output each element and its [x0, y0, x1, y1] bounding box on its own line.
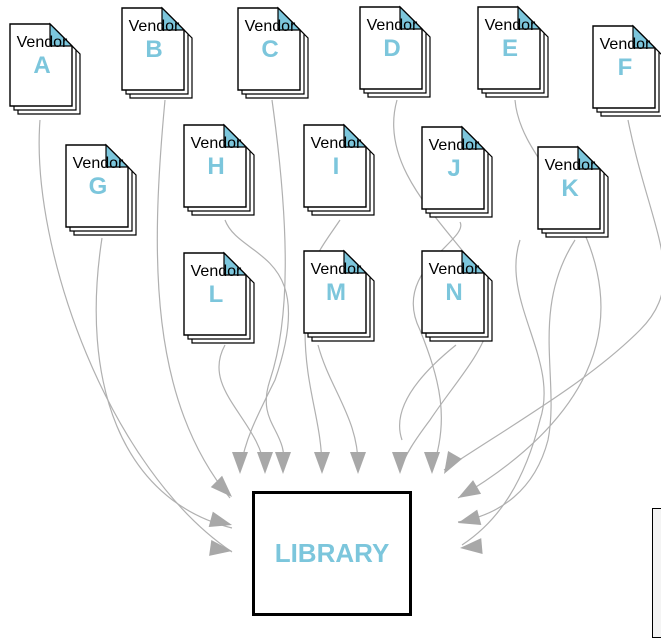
arrowhead: [350, 452, 366, 474]
vendor-letter: C: [261, 36, 279, 63]
vendor-letter: K: [561, 175, 579, 202]
vendor-letter: B: [145, 36, 163, 63]
arrowhead: [458, 480, 482, 498]
arrowhead: [232, 452, 248, 474]
vendor-letter: E: [501, 35, 518, 62]
library-label: LIBRARY: [274, 538, 390, 568]
arrowhead: [275, 452, 291, 474]
vendor-label: Vendor: [244, 18, 296, 35]
vendor-letter: F: [617, 54, 633, 81]
vendor-letter: J: [447, 155, 461, 182]
vendor-label: Vendor: [190, 263, 242, 280]
arrowhead: [460, 538, 483, 555]
flow-line-j: [412, 221, 462, 471]
arrowhead: [210, 475, 232, 497]
vendor-label: Vendor: [16, 34, 68, 51]
vendor-letter: H: [207, 153, 225, 180]
flow-line-h: [224, 219, 290, 471]
arrowhead: [392, 452, 408, 474]
flow-line-c: [265, 99, 286, 471]
vendor-label: Vendor: [484, 17, 536, 34]
vendor-letter: D: [383, 35, 401, 62]
vendor-letter: A: [33, 52, 51, 79]
vendor-letter: M: [326, 279, 346, 306]
library-box: LIBRARY: [252, 491, 412, 616]
vendor-letter: G: [88, 173, 108, 200]
flow-line-b: [156, 99, 231, 499]
flow-line: [461, 239, 545, 546]
vendor-label: Vendor: [428, 137, 480, 154]
arrowhead: [458, 509, 482, 526]
vendor-label: Vendor: [310, 261, 362, 278]
flow-line-k: [457, 239, 576, 523]
flow-line-n: [399, 344, 457, 441]
vendor-letter: I: [332, 153, 340, 180]
vendor-letter: L: [208, 281, 224, 308]
arrowhead: [314, 452, 330, 474]
flow-lines: [38, 99, 661, 553]
arrowhead: [257, 452, 273, 474]
flow-line-l: [218, 344, 266, 471]
vendor-label: Vendor: [128, 18, 180, 35]
arrowhead: [209, 540, 232, 556]
vendor-label: Vendor: [310, 135, 362, 152]
flow-diagram: [38, 99, 661, 556]
flow-line-m: [317, 344, 359, 471]
vendor-label: Vendor: [599, 36, 651, 53]
flow-arrowheads: [208, 450, 483, 556]
arrowhead: [424, 452, 440, 474]
flow-line-g: [95, 237, 233, 529]
partial-box: [652, 508, 661, 638]
flow-line-f: [443, 119, 661, 471]
arrowhead: [208, 511, 232, 528]
vendor-label: Vendor: [366, 17, 418, 34]
vendor-label: Vendor: [190, 135, 242, 152]
vendor-letter: N: [445, 279, 463, 306]
arrowhead: [444, 450, 462, 474]
vendor-label: Vendor: [72, 155, 124, 172]
flow-line-a: [38, 119, 233, 553]
vendor-label: Vendor: [544, 157, 596, 174]
flow-line-e: [457, 99, 602, 499]
vendor-label: Vendor: [428, 261, 480, 278]
